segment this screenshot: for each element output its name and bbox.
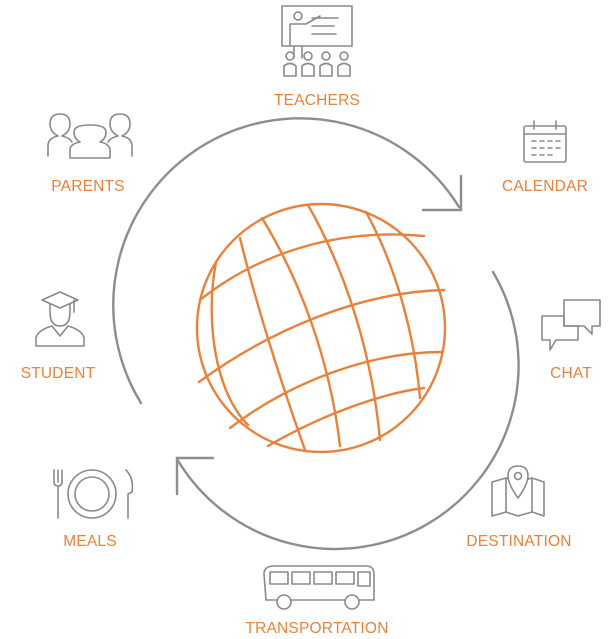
family-icon (47, 113, 133, 159)
cycle-arc-top (112, 117, 461, 405)
label-transportation: TRANSPORTATION (245, 620, 389, 637)
globe-icon (195, 202, 447, 454)
map-pin-icon (491, 465, 545, 517)
arrowhead-top-icon (421, 174, 463, 212)
bus-icon (263, 565, 375, 610)
label-destination: DESTINATION (466, 533, 572, 550)
calendar-icon (523, 120, 567, 163)
label-teachers: TEACHERS (273, 92, 361, 109)
presentation-icon (281, 5, 353, 77)
label-student: STUDENT (20, 365, 96, 382)
plate-fork-knife-icon (53, 469, 134, 519)
cycle-arc-bottom (175, 270, 520, 551)
label-calendar: CALENDAR (501, 178, 589, 195)
label-chat: CHAT (550, 365, 592, 382)
label-meals: MEALS (63, 533, 117, 550)
graduate-icon (35, 291, 85, 347)
label-parents: PARENTS (51, 178, 125, 195)
arrowhead-bottom-icon (175, 456, 215, 496)
cycle-arrows (112, 117, 520, 551)
chat-bubbles-icon (541, 299, 601, 351)
